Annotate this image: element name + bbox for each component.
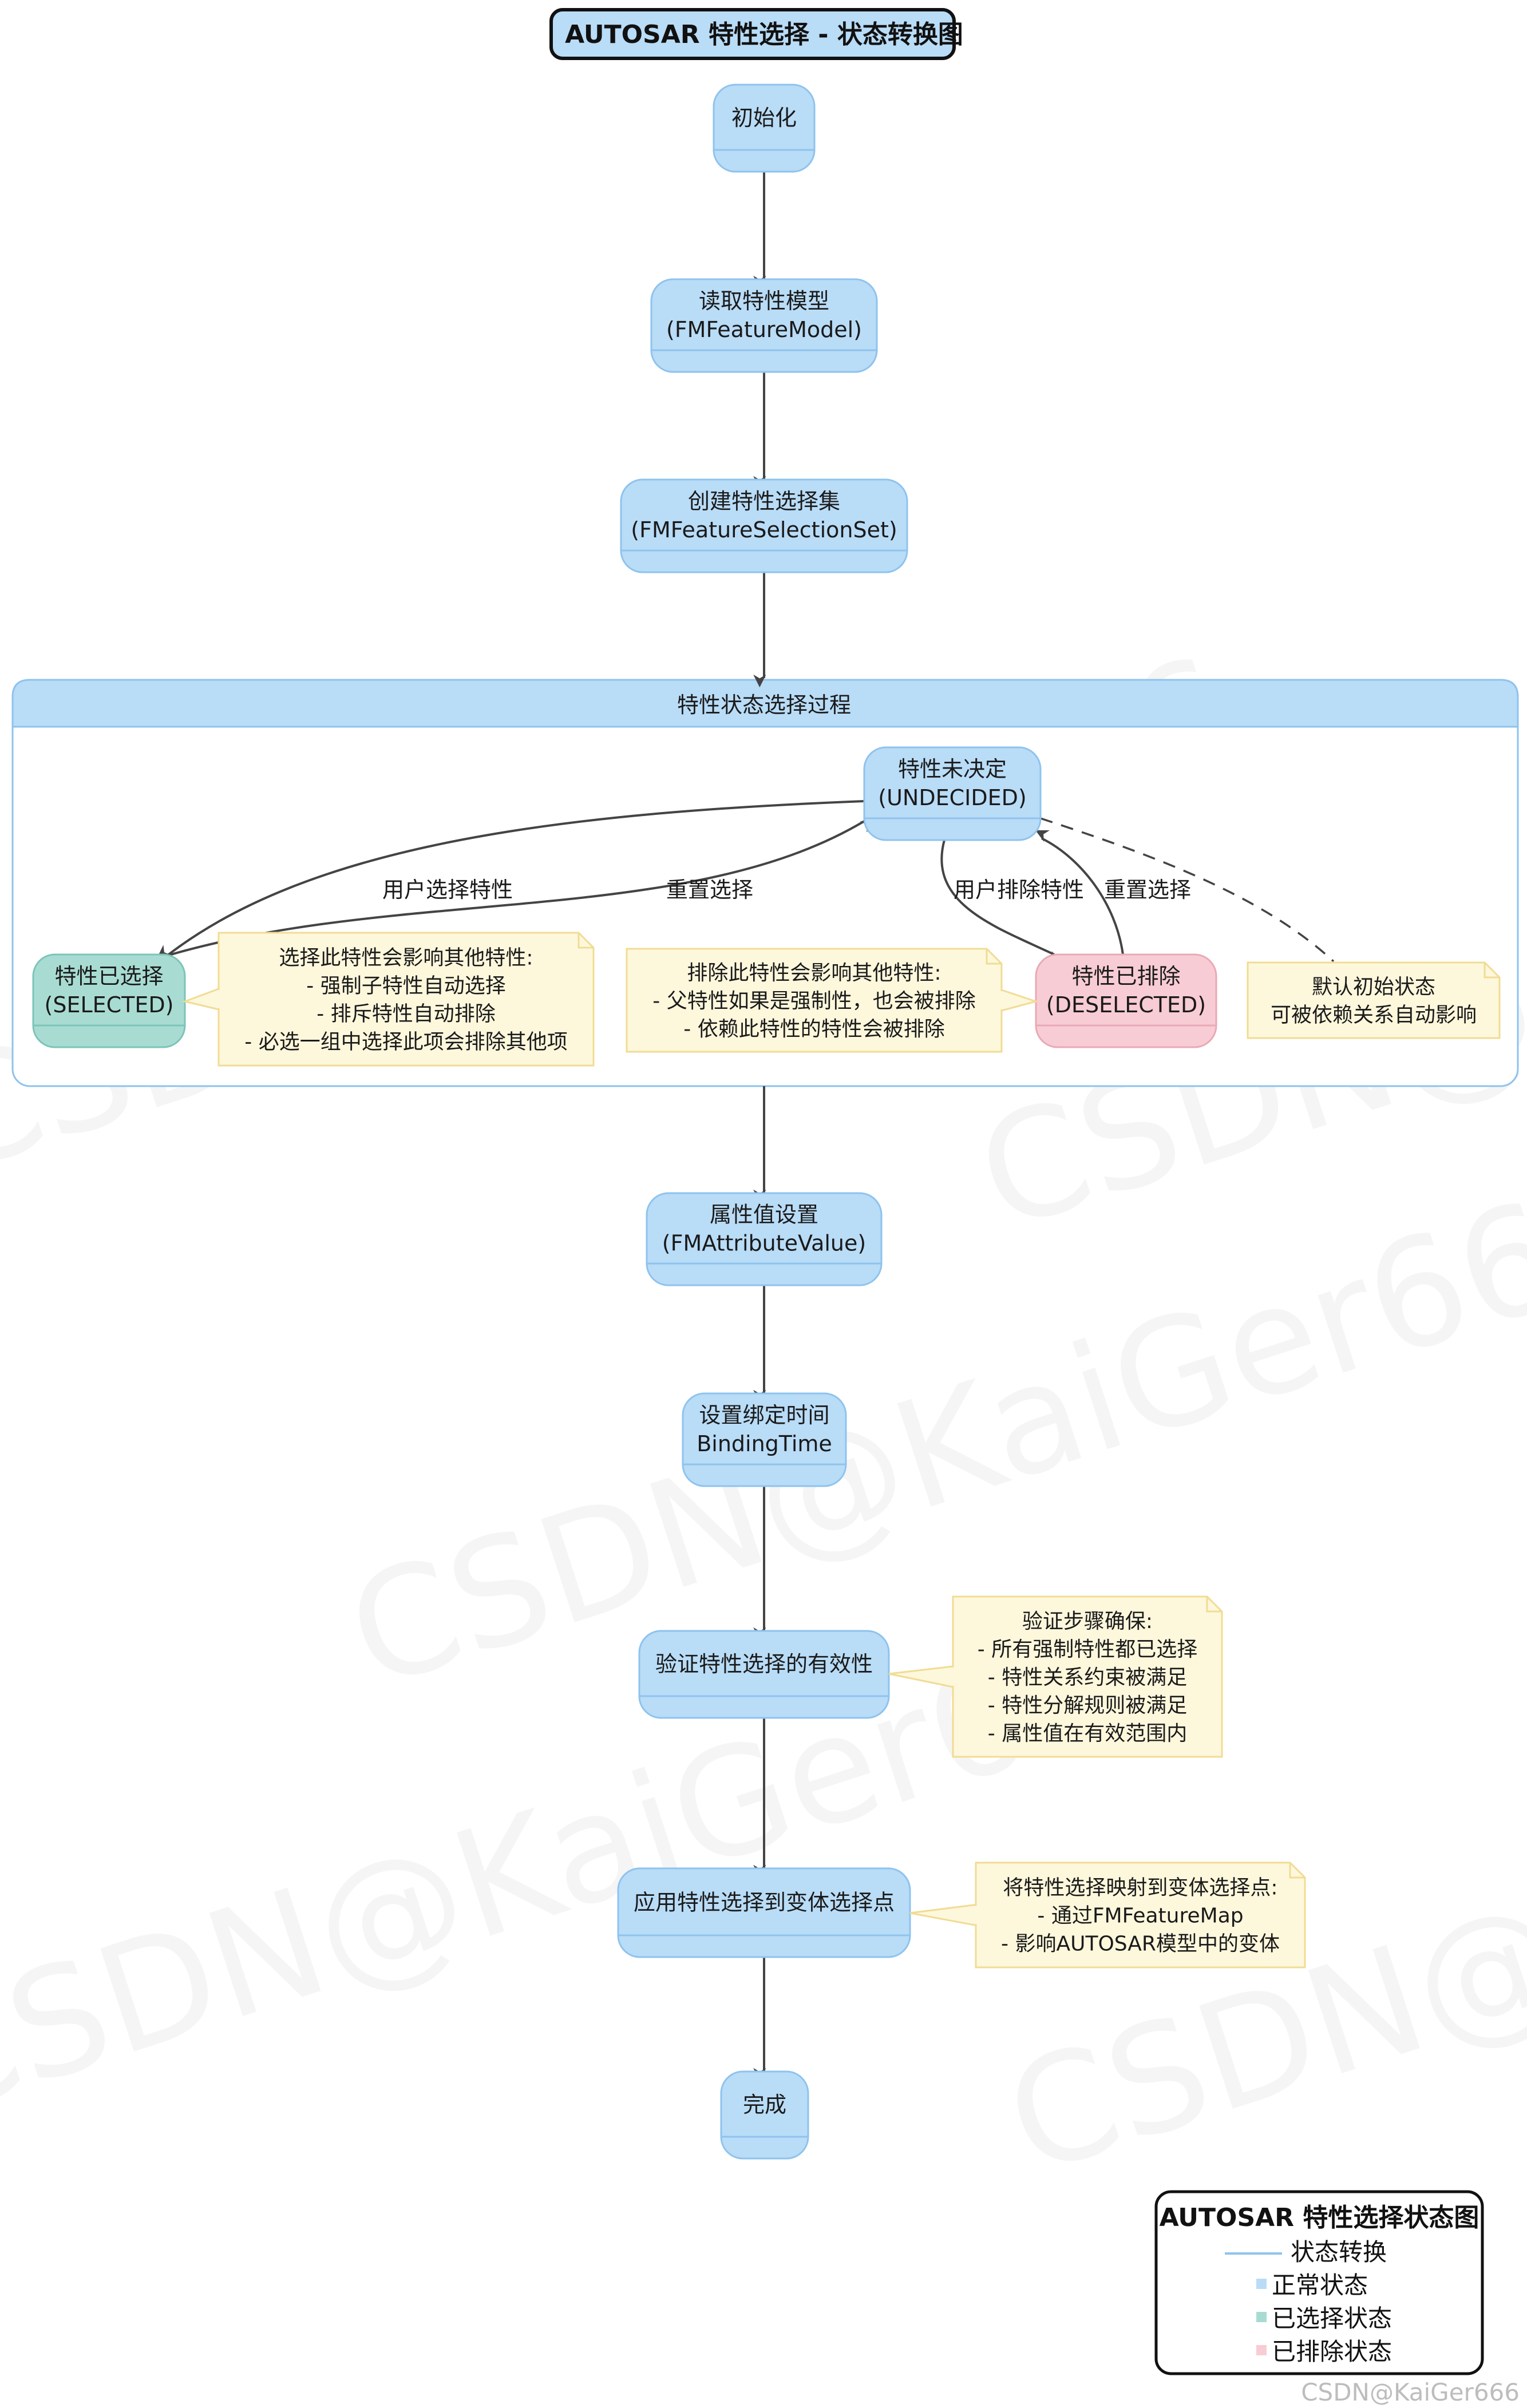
- note-link-undecided: [1040, 817, 1335, 963]
- note-selected-note: 选择此特性会影响其他特性: - 强制子特性自动选择 - 排斥特性自动排除 - 必选一组…: [181, 932, 595, 1067]
- note-line: - 影响AUTOSAR模型中的变体: [1001, 1932, 1280, 1956]
- state-box: [646, 1192, 883, 1286]
- note-pointer: [909, 1903, 977, 1927]
- state-box: [682, 1392, 847, 1487]
- state-undecided: 特性未决定 (UNDECIDED): [863, 746, 1042, 841]
- note-box: [952, 1595, 1223, 1758]
- state-apply: 应用特性选择到变体选择点: [617, 1867, 911, 1958]
- note-line: 选择此特性会影响其他特性:: [279, 946, 533, 970]
- note-fold: [1206, 1597, 1222, 1613]
- legend-swatch-box: [1256, 2312, 1267, 2322]
- note-fold: [986, 949, 1002, 965]
- state-label: 完成: [743, 2092, 786, 2117]
- label-user-select: 用户选择特性: [382, 877, 513, 902]
- label-reset-from-deselected: 重置选择: [1104, 877, 1191, 902]
- state-label: (FMAttributeValue): [662, 1231, 866, 1256]
- legend-label: 状态转换: [1291, 2238, 1387, 2266]
- state-validate: 验证特性选择的有效性: [638, 1630, 890, 1719]
- legend-title: AUTOSAR 特性选择状态图: [1160, 2203, 1479, 2232]
- note-deselected-note: 排除此特性会影响其他特性: - 父特性如果是强制性，也会被排除 - 依赖此特性的特性…: [626, 948, 1039, 1053]
- label-user-deselect: 用户排除特性: [954, 877, 1084, 902]
- state-binding-time: 设置绑定时间 BindingTime: [682, 1392, 847, 1487]
- state-attr-value: 属性值设置 (FMAttributeValue): [646, 1192, 883, 1286]
- state-label: 创建特性选择集: [688, 489, 840, 514]
- state-init: 初始化: [713, 84, 816, 173]
- diagram-title: AUTOSAR 特性选择 - 状态转换图: [549, 8, 963, 60]
- note-line: 可被依赖关系自动影响: [1271, 1004, 1477, 1027]
- legend-label: 正常状态: [1272, 2271, 1368, 2299]
- note-line: - 父特性如果是强制性，也会被排除: [652, 989, 975, 1013]
- note-line: 验证步骤确保:: [1022, 1610, 1153, 1633]
- note-fold: [577, 933, 594, 949]
- edge-reset-from-selected: [167, 820, 875, 957]
- legend-swatch-box: [1256, 2279, 1267, 2289]
- note-box: [975, 1862, 1306, 1969]
- state-selected: 特性已选择 (SELECTED): [32, 953, 186, 1048]
- note-line: - 必选一组中选择此项会排除其他项: [244, 1031, 567, 1054]
- note-line: 默认初始状态: [1312, 976, 1435, 999]
- note-box: [1247, 961, 1501, 1039]
- state-box: [650, 278, 878, 373]
- state-read-model: 读取特性模型 (FMFeatureModel): [650, 278, 878, 373]
- state-label: 应用特性选择到变体选择点: [634, 1890, 895, 1915]
- state-label: (FMFeatureSelectionSet): [631, 517, 897, 542]
- note-line: - 依赖此特性的特性会被排除: [683, 1017, 944, 1041]
- state-label: 读取特性模型: [699, 288, 829, 314]
- note-line: - 通过FMFeatureMap: [1037, 1904, 1243, 1928]
- state-label: 特性已排除: [1071, 964, 1180, 989]
- state-deselected: 特性已排除 (DESELECTED): [1035, 953, 1217, 1048]
- note-fold: [1484, 963, 1500, 979]
- state-label: (FMFeatureModel): [666, 317, 862, 342]
- note-validate-note: 验证步骤确保: - 所有强制特性都已选择 - 特性关系约束被满足 - 特性分解规则被满…: [888, 1595, 1223, 1758]
- notes-layer: 选择此特性会影响其他特性: - 强制子特性自动选择 - 排斥特性自动排除 - 必选一组…: [181, 932, 1501, 1969]
- state-label: (UNDECIDED): [878, 785, 1026, 810]
- legend-item: 已选择状态: [1256, 2304, 1392, 2332]
- legend-item: 正常状态: [1256, 2271, 1368, 2299]
- legend-item: 已排除状态: [1256, 2338, 1392, 2366]
- state-create-set: 创建特性选择集 (FMFeatureSelectionSet): [620, 478, 908, 573]
- legend-item: 状态转换: [1225, 2238, 1387, 2266]
- state-label: (SELECTED): [45, 992, 174, 1017]
- watermark-text: CSDN@KaiGer666: [330, 1139, 1527, 1722]
- inner-transitions: 用户选择特性 重置选择 用户排除特性 重置选择: [157, 800, 1335, 963]
- legend-label: 已排除状态: [1272, 2338, 1392, 2366]
- state-label: 特性已选择: [54, 964, 163, 989]
- edge-reset-from-deselected: [1035, 830, 1124, 955]
- note-box: [217, 932, 595, 1067]
- state-box: [863, 746, 1042, 841]
- state-done: 完成: [720, 2070, 809, 2160]
- state-label: 验证特性选择的有效性: [655, 1651, 873, 1677]
- legend-label: 已选择状态: [1272, 2304, 1392, 2332]
- note-line: - 特性分解规则被满足: [988, 1694, 1187, 1717]
- composite-state-title: 特性状态选择过程: [677, 692, 851, 718]
- state-label: BindingTime: [697, 1431, 832, 1456]
- corner-watermark: CSDN@KaiGer666: [1301, 2378, 1520, 2406]
- legend-swatch-box: [1256, 2345, 1267, 2355]
- note-apply-note: 将特性选择映射到变体选择点: - 通过FMFeatureMap - 影响AUTOSA…: [909, 1862, 1306, 1969]
- note-line: - 强制子特性自动选择: [306, 975, 505, 998]
- state-label: (DESELECTED): [1046, 992, 1206, 1017]
- state-label: 属性值设置: [710, 1202, 818, 1227]
- edge-user-select: [157, 800, 865, 958]
- state-label: 设置绑定时间: [699, 1403, 829, 1428]
- state-box: [620, 478, 908, 573]
- note-line: - 特性关系约束被满足: [988, 1666, 1187, 1689]
- note-line: - 排斥特性自动排除: [317, 1003, 495, 1026]
- label-reset-from-selected: 重置选择: [666, 877, 753, 902]
- note-line: - 属性值在有效范围内: [988, 1722, 1187, 1745]
- state-label: 特性未决定: [898, 757, 1007, 782]
- diagram-title-text: AUTOSAR 特性选择 - 状态转换图: [565, 20, 963, 49]
- note-line: 将特性选择映射到变体选择点:: [1003, 1876, 1277, 1900]
- note-line: - 所有强制特性都已选择: [978, 1638, 1197, 1661]
- state-label: 初始化: [731, 105, 797, 130]
- note-fold: [1289, 1863, 1305, 1879]
- note-line: 排除此特性会影响其他特性:: [687, 961, 941, 985]
- edge-user-deselect: [940, 839, 1061, 963]
